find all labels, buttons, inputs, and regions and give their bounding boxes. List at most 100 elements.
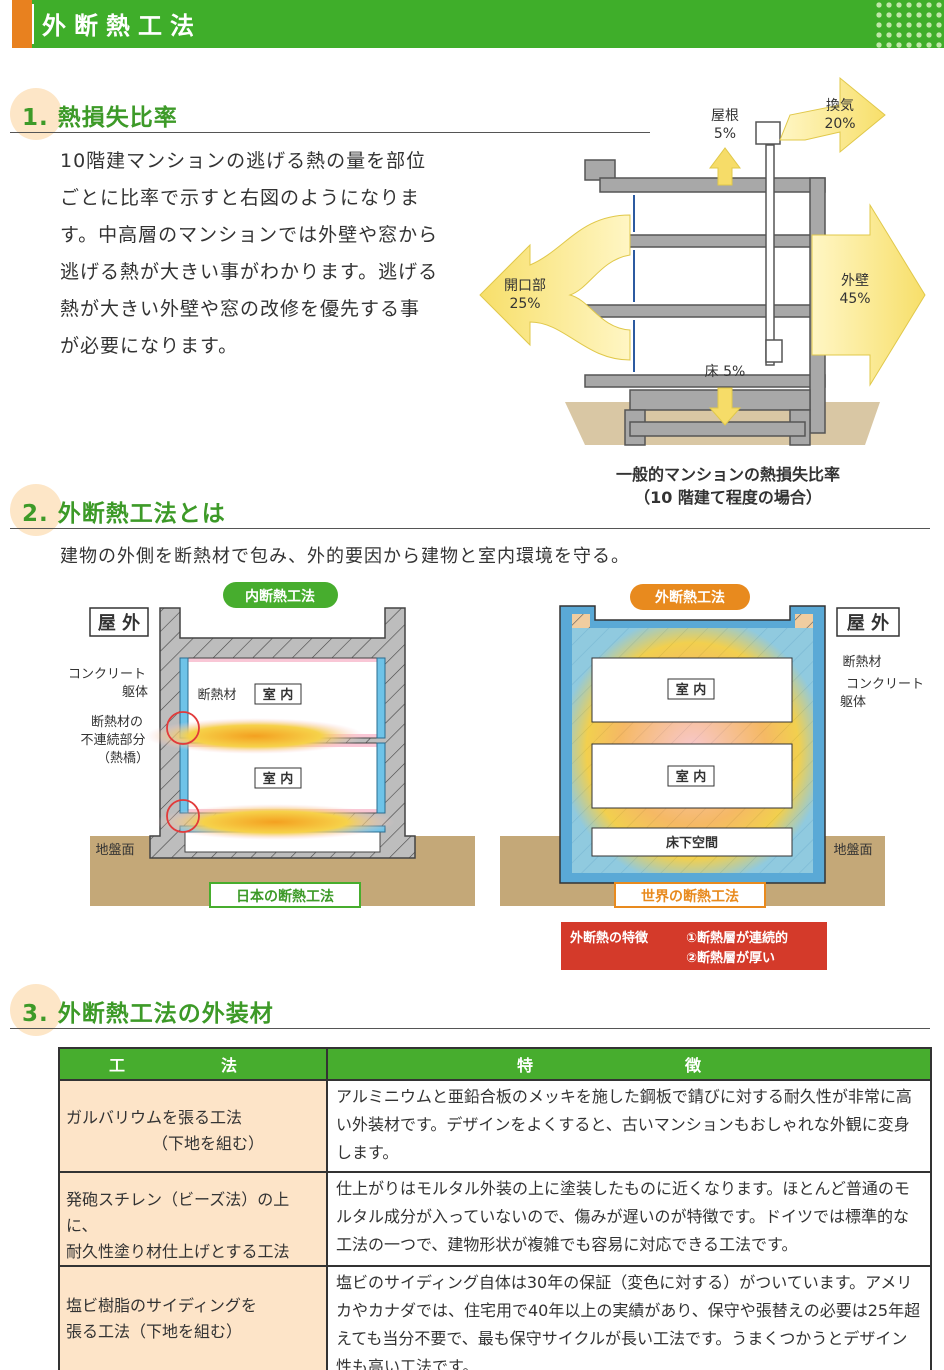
room-label-box-1 — [667, 678, 715, 700]
wall-arrow — [811, 203, 926, 387]
concrete-label-line2: 躯体 — [840, 694, 866, 710]
heat-bridge-1 — [145, 718, 365, 754]
method-line: 耐久性塗り材仕上げとする工法 — [66, 1242, 290, 1261]
underfloor-label: 床下空間 — [666, 835, 718, 851]
vent-pct: 20% — [824, 116, 855, 132]
external-pill — [630, 584, 750, 610]
opening-label: 開口部 — [504, 278, 546, 294]
table-row: ガルバリウムを張る工法 （下地を組む） アルミニウムと亜鉛合板のメッキを施した鋼… — [58, 1079, 932, 1173]
vent-box — [765, 339, 783, 363]
gap-label-line3: （熱橋） — [97, 751, 149, 766]
page-title: 外断熱工法 — [42, 12, 202, 40]
header-accent — [12, 0, 32, 48]
room-label-1: 室 内 — [263, 687, 294, 703]
insulation-label: 断熱材 — [197, 688, 236, 703]
ground-label: 地盤面 — [833, 843, 872, 858]
desc-cell: 塩ビのサイディング自体は30年の保証（変色に対する）がついています。アメリカやカ… — [326, 1265, 932, 1370]
section3-title: 3. 外断熱工法の外装材 — [22, 1001, 274, 1027]
desc-cell: アルミニウムと亜鉛合板のメッキを施した鋼板で錆びに対する耐久性が非常に高い外装材… — [326, 1079, 932, 1173]
desc-cell: 仕上がりはモルタル外装の上に塗装したものに近くなります。ほとんど普通のモルタル成… — [326, 1171, 932, 1267]
header-bar — [12, 0, 944, 48]
method-line: ガルバリウムを張る工法 — [66, 1108, 243, 1127]
concrete-label-line1: コンクリート — [68, 667, 146, 682]
table-row: 発砲スチレン（ビーズ法）の上に、 耐久性塗り材仕上げとする工法 仕上がりはモルタ… — [58, 1171, 932, 1267]
thermal-bridge-circle-1 — [166, 711, 200, 745]
thermal-bridge-circle-2 — [166, 799, 200, 833]
feature-title: 外断熱の特徴 — [569, 930, 649, 946]
gap-label-line1: 断熱材の — [91, 715, 143, 730]
external-insulation-diagram: 室 内 室 内 床下空間 屋 外 断熱材 コンクリート 躯体 地盤面 外断熱工法… — [500, 584, 924, 970]
floor-arrow — [708, 387, 742, 426]
wall-pct: 45% — [839, 291, 870, 307]
world-method-label: 世界の断熱工法 — [641, 888, 739, 905]
method-cell: 発砲スチレン（ビーズ法）の上に、 耐久性塗り材仕上げとする工法 — [58, 1171, 328, 1267]
vent-arrow — [779, 76, 886, 154]
column-header-method: 工 法 — [58, 1047, 328, 1081]
vent-duct — [765, 144, 775, 366]
header-dot-pattern — [874, 0, 944, 48]
room-label-1: 室 内 — [676, 682, 707, 698]
insulation-label: 断熱材 — [842, 655, 881, 670]
method-line: （下地を組む） — [152, 1134, 265, 1153]
section1-line: 10階建マンションの逃げる熱の量を部位 — [60, 150, 427, 172]
section1-line: す。中高層のマンションでは外壁や窓から — [60, 224, 439, 246]
section1-line: ごとに比率で示すと右図のようになりま — [60, 187, 421, 209]
outside-label: 屋 外 — [847, 612, 889, 634]
room-label-box-1 — [254, 683, 302, 705]
section2-rule — [10, 528, 930, 529]
section3-rule — [10, 1028, 930, 1029]
concrete-label-line2: 躯体 — [122, 684, 148, 700]
header-divider — [32, 4, 34, 44]
section1-line: 逃げる熱が大きい事がわかります。逃げる — [60, 261, 439, 283]
external-pill-label: 外断熱工法 — [655, 589, 725, 606]
diagram-caption-line2: （10 階建て程度の場合） — [634, 488, 822, 507]
method-line: 発砲スチレン（ビーズ法）の上に、 — [66, 1190, 290, 1235]
internal-pill — [223, 582, 338, 608]
section1-rule — [10, 132, 650, 133]
vent-label: 換気 — [826, 98, 854, 114]
underfloor-space — [591, 827, 793, 857]
heat-bridge-2 — [155, 804, 395, 840]
opening-arrow — [479, 214, 631, 361]
feature-box — [561, 922, 827, 970]
outside-box — [89, 607, 149, 637]
section1-body: 10階建マンションの逃げる熱の量を部位 ごとに比率で示すと右図のようになりま す… — [60, 143, 480, 365]
method-line: 塩ビ樹脂のサイディングを — [66, 1296, 257, 1315]
floor-label: 床 5% — [705, 364, 746, 380]
room-label-2: 室 内 — [263, 771, 294, 787]
exterior-material-table: 工 法 特 徴 ガルバリウムを張る工法 （下地を組む） アルミニウムと亜鉛合板の… — [58, 1047, 932, 1370]
japan-method-label: 日本の断熱工法 — [236, 888, 334, 905]
section1-line: 熱が大きい外壁や窓の改修を優先する事 — [60, 298, 421, 320]
section2-title: 2. 外断熱工法とは — [22, 501, 226, 527]
vent-cap — [755, 121, 781, 145]
section3-circle — [10, 984, 62, 1036]
roof-pct: 5% — [714, 126, 736, 142]
world-method-box — [614, 882, 766, 908]
opening-pct: 25% — [509, 296, 540, 312]
roof-label: 屋根 — [711, 108, 739, 124]
ground-label: 地盤面 — [95, 843, 134, 858]
method-line: 張る工法（下地を組む） — [66, 1322, 243, 1341]
section1-title: 1. 熱損失比率 — [22, 105, 178, 131]
wall-label: 外壁 — [841, 273, 869, 289]
section2-body: 建物の外側を断熱材で包み、外的要因から建物と室内環境を守る。 — [60, 546, 630, 567]
column-header-features: 特 徴 — [326, 1047, 932, 1081]
diagram-caption-line1: 一般的マンションの熱損失比率 — [616, 465, 840, 484]
table-row: 塩ビ樹脂のサイディングを 張る工法（下地を組む） 塩ビのサイディング自体は30年… — [58, 1265, 932, 1370]
internal-pill-label: 内断熱工法 — [245, 588, 315, 605]
room-label-box-2 — [254, 767, 302, 789]
heat-loss-diagram: 屋根 5% 換気 20% 開口部 25% 外壁 45% 床 5% 一般的マンショ… — [479, 76, 926, 507]
room-label-box-2 — [667, 765, 715, 787]
gap-label-line2: 不連続部分 — [80, 733, 145, 748]
concrete-label-line1: コンクリート — [846, 677, 924, 692]
section1-circle — [10, 88, 62, 140]
feature-2: ②断熱層が厚い — [686, 950, 775, 966]
japan-method-box — [209, 882, 361, 908]
method-cell: 塩ビ樹脂のサイディングを 張る工法（下地を組む） — [58, 1265, 328, 1370]
outside-label: 屋 外 — [98, 612, 140, 634]
room-label-2: 室 内 — [676, 769, 707, 785]
table-header-row: 工 法 特 徴 — [58, 1047, 932, 1081]
outside-box — [836, 607, 900, 637]
feature-1: ①断熱層が連続的 — [686, 930, 788, 946]
roof-arrow — [709, 147, 741, 186]
